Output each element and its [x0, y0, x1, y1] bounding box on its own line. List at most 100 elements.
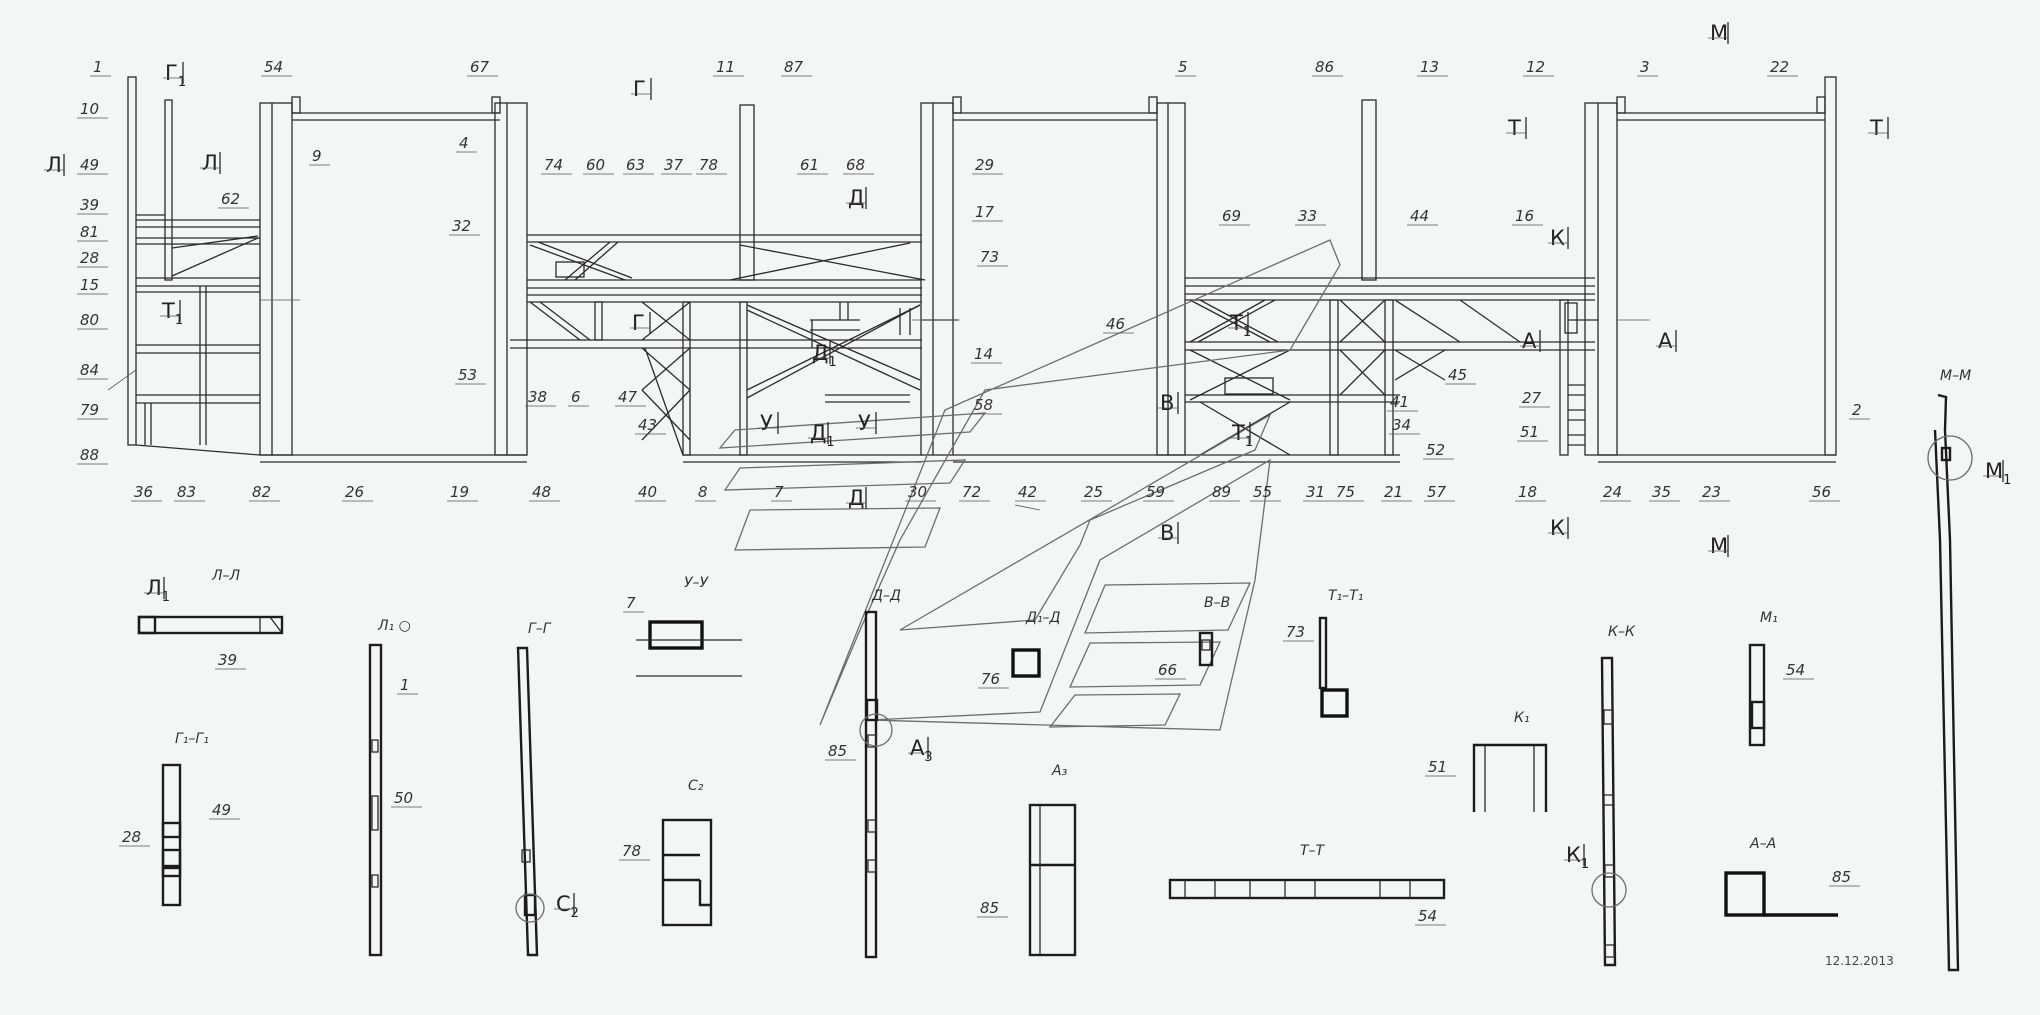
- part-callout: 51: [1425, 758, 1456, 777]
- part-callout: 63: [623, 156, 654, 175]
- svg-text:83: 83: [177, 483, 196, 501]
- svg-text:Г: Г: [633, 77, 646, 101]
- svg-text:69: 69: [1222, 207, 1241, 225]
- svg-text:Л: Л: [46, 153, 62, 177]
- part-callout: 35: [1649, 483, 1680, 502]
- part-callout: 79: [77, 401, 108, 420]
- part-callout: 39: [77, 196, 108, 215]
- svg-text:49: 49: [80, 156, 99, 174]
- svg-text:82: 82: [252, 483, 271, 501]
- svg-text:85: 85: [828, 742, 847, 760]
- svg-text:45: 45: [1448, 366, 1467, 384]
- part-callout: 9: [309, 147, 330, 166]
- section-marker: В: [1158, 521, 1179, 545]
- svg-text:41: 41: [1390, 393, 1409, 411]
- section-marker: Д: [846, 486, 867, 510]
- view-label: Д–Д: [871, 588, 901, 604]
- section-marker: М: [1708, 21, 1729, 45]
- svg-text:У: У: [760, 411, 773, 435]
- section-marker: М: [1708, 534, 1729, 558]
- svg-text:Г1: Г1: [165, 61, 186, 90]
- svg-text:30: 30: [908, 483, 927, 501]
- svg-text:7: 7: [626, 594, 636, 612]
- part-callout: 67: [467, 58, 498, 77]
- part-callout: 57: [1424, 483, 1455, 502]
- section-marker: Г: [630, 311, 651, 335]
- part-callout: 83: [174, 483, 205, 502]
- part-callout: 22: [1767, 58, 1798, 77]
- part-callout: 12: [1523, 58, 1554, 77]
- svg-text:62: 62: [221, 190, 240, 208]
- section-marker: А: [1520, 329, 1541, 353]
- svg-text:84: 84: [80, 361, 99, 379]
- svg-text:Д: Д: [848, 186, 864, 210]
- svg-text:С2: С2: [556, 892, 579, 921]
- svg-text:Л: Л: [202, 151, 218, 175]
- section-marker: Л: [200, 151, 221, 175]
- section-a3: [1028, 803, 1077, 957]
- drawing-date: 12.12.2013: [1825, 954, 1894, 968]
- view-label: К–К: [1608, 624, 1636, 640]
- svg-text:67: 67: [470, 58, 490, 76]
- section-marker: А: [1656, 329, 1677, 353]
- svg-text:75: 75: [1336, 483, 1355, 501]
- svg-text:17: 17: [975, 203, 995, 221]
- part-callout: 33: [1295, 207, 1326, 226]
- part-callout: 60: [583, 156, 614, 175]
- part-callout: 44: [1407, 207, 1438, 226]
- view-label: Л–Л: [211, 568, 241, 584]
- section-marker: У: [856, 411, 877, 435]
- svg-text:26: 26: [345, 483, 364, 501]
- part-callout: 85: [977, 899, 1008, 918]
- svg-text:42: 42: [1018, 483, 1037, 501]
- svg-text:М: М: [1710, 534, 1728, 558]
- svg-text:73: 73: [1286, 623, 1305, 641]
- svg-text:66: 66: [1158, 661, 1177, 679]
- svg-text:87: 87: [784, 58, 804, 76]
- svg-text:56: 56: [1812, 483, 1831, 501]
- part-callout: 7: [771, 483, 792, 502]
- svg-text:33: 33: [1298, 207, 1317, 225]
- svg-text:Д1: Д1: [812, 341, 837, 370]
- section-g-g: [516, 646, 539, 957]
- svg-text:85: 85: [1832, 868, 1851, 886]
- svg-text:78: 78: [622, 842, 641, 860]
- section-marker: Д: [846, 186, 867, 210]
- svg-text:38: 38: [528, 388, 547, 406]
- part-callout: 73: [977, 248, 1008, 267]
- part-callout: 59: [1143, 483, 1174, 502]
- svg-text:К1: К1: [1566, 843, 1589, 872]
- svg-text:9: 9: [312, 147, 322, 165]
- svg-text:52: 52: [1426, 441, 1445, 459]
- section-marker: Т1: [160, 299, 183, 328]
- part-callout: 21: [1381, 483, 1412, 502]
- part-callout: 15: [77, 276, 108, 295]
- part-callout: 42: [1015, 483, 1046, 502]
- part-callout: 7: [623, 594, 644, 613]
- part-callout: 1: [90, 58, 111, 77]
- svg-text:В: В: [1160, 521, 1174, 545]
- part-callout: 78: [619, 842, 650, 861]
- part-callout: 56: [1809, 483, 1840, 502]
- section-l1: [368, 643, 383, 957]
- part-callout: 38: [525, 388, 556, 407]
- svg-text:22: 22: [1770, 58, 1789, 76]
- svg-text:8: 8: [698, 483, 708, 501]
- svg-text:25: 25: [1084, 483, 1103, 501]
- svg-text:23: 23: [1702, 483, 1721, 501]
- svg-text:61: 61: [800, 156, 819, 174]
- svg-text:15: 15: [80, 276, 99, 294]
- svg-text:21: 21: [1384, 483, 1403, 501]
- part-callout: 88: [77, 446, 108, 465]
- view-label: Т₁–Т₁: [1328, 588, 1363, 604]
- part-callout: 58: [971, 396, 1002, 415]
- svg-text:14: 14: [974, 345, 993, 363]
- view-label: Г₁–Г₁: [175, 731, 209, 747]
- part-callout: 34: [1389, 416, 1420, 435]
- svg-text:35: 35: [1652, 483, 1671, 501]
- detail-circle-a3: [859, 713, 893, 747]
- svg-text:79: 79: [80, 401, 99, 419]
- part-callout: 4: [456, 134, 477, 153]
